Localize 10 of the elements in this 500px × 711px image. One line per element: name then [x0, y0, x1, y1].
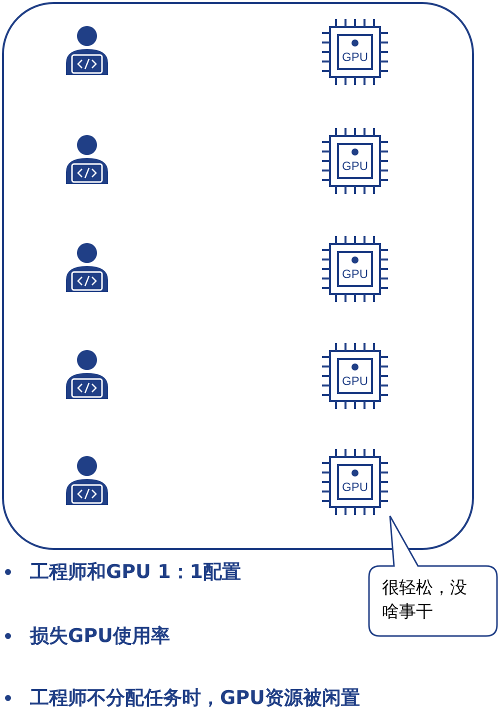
- chip-label: GPU: [340, 267, 369, 281]
- group-frame: [2, 2, 474, 550]
- chip-label: GPU: [340, 159, 369, 173]
- bubble-text: 很轻松，没啥事干: [382, 577, 468, 624]
- bullet-text: 损失GPU使用率: [30, 624, 170, 649]
- chip-label: GPU: [340, 480, 369, 494]
- chip-label: GPU: [340, 50, 369, 64]
- bullet-text: 工程师不分配任务时，GPU资源被闲置: [30, 686, 360, 711]
- bullet-text: 工程师和GPU 1：1配置: [30, 560, 242, 585]
- chip-label: GPU: [340, 374, 369, 388]
